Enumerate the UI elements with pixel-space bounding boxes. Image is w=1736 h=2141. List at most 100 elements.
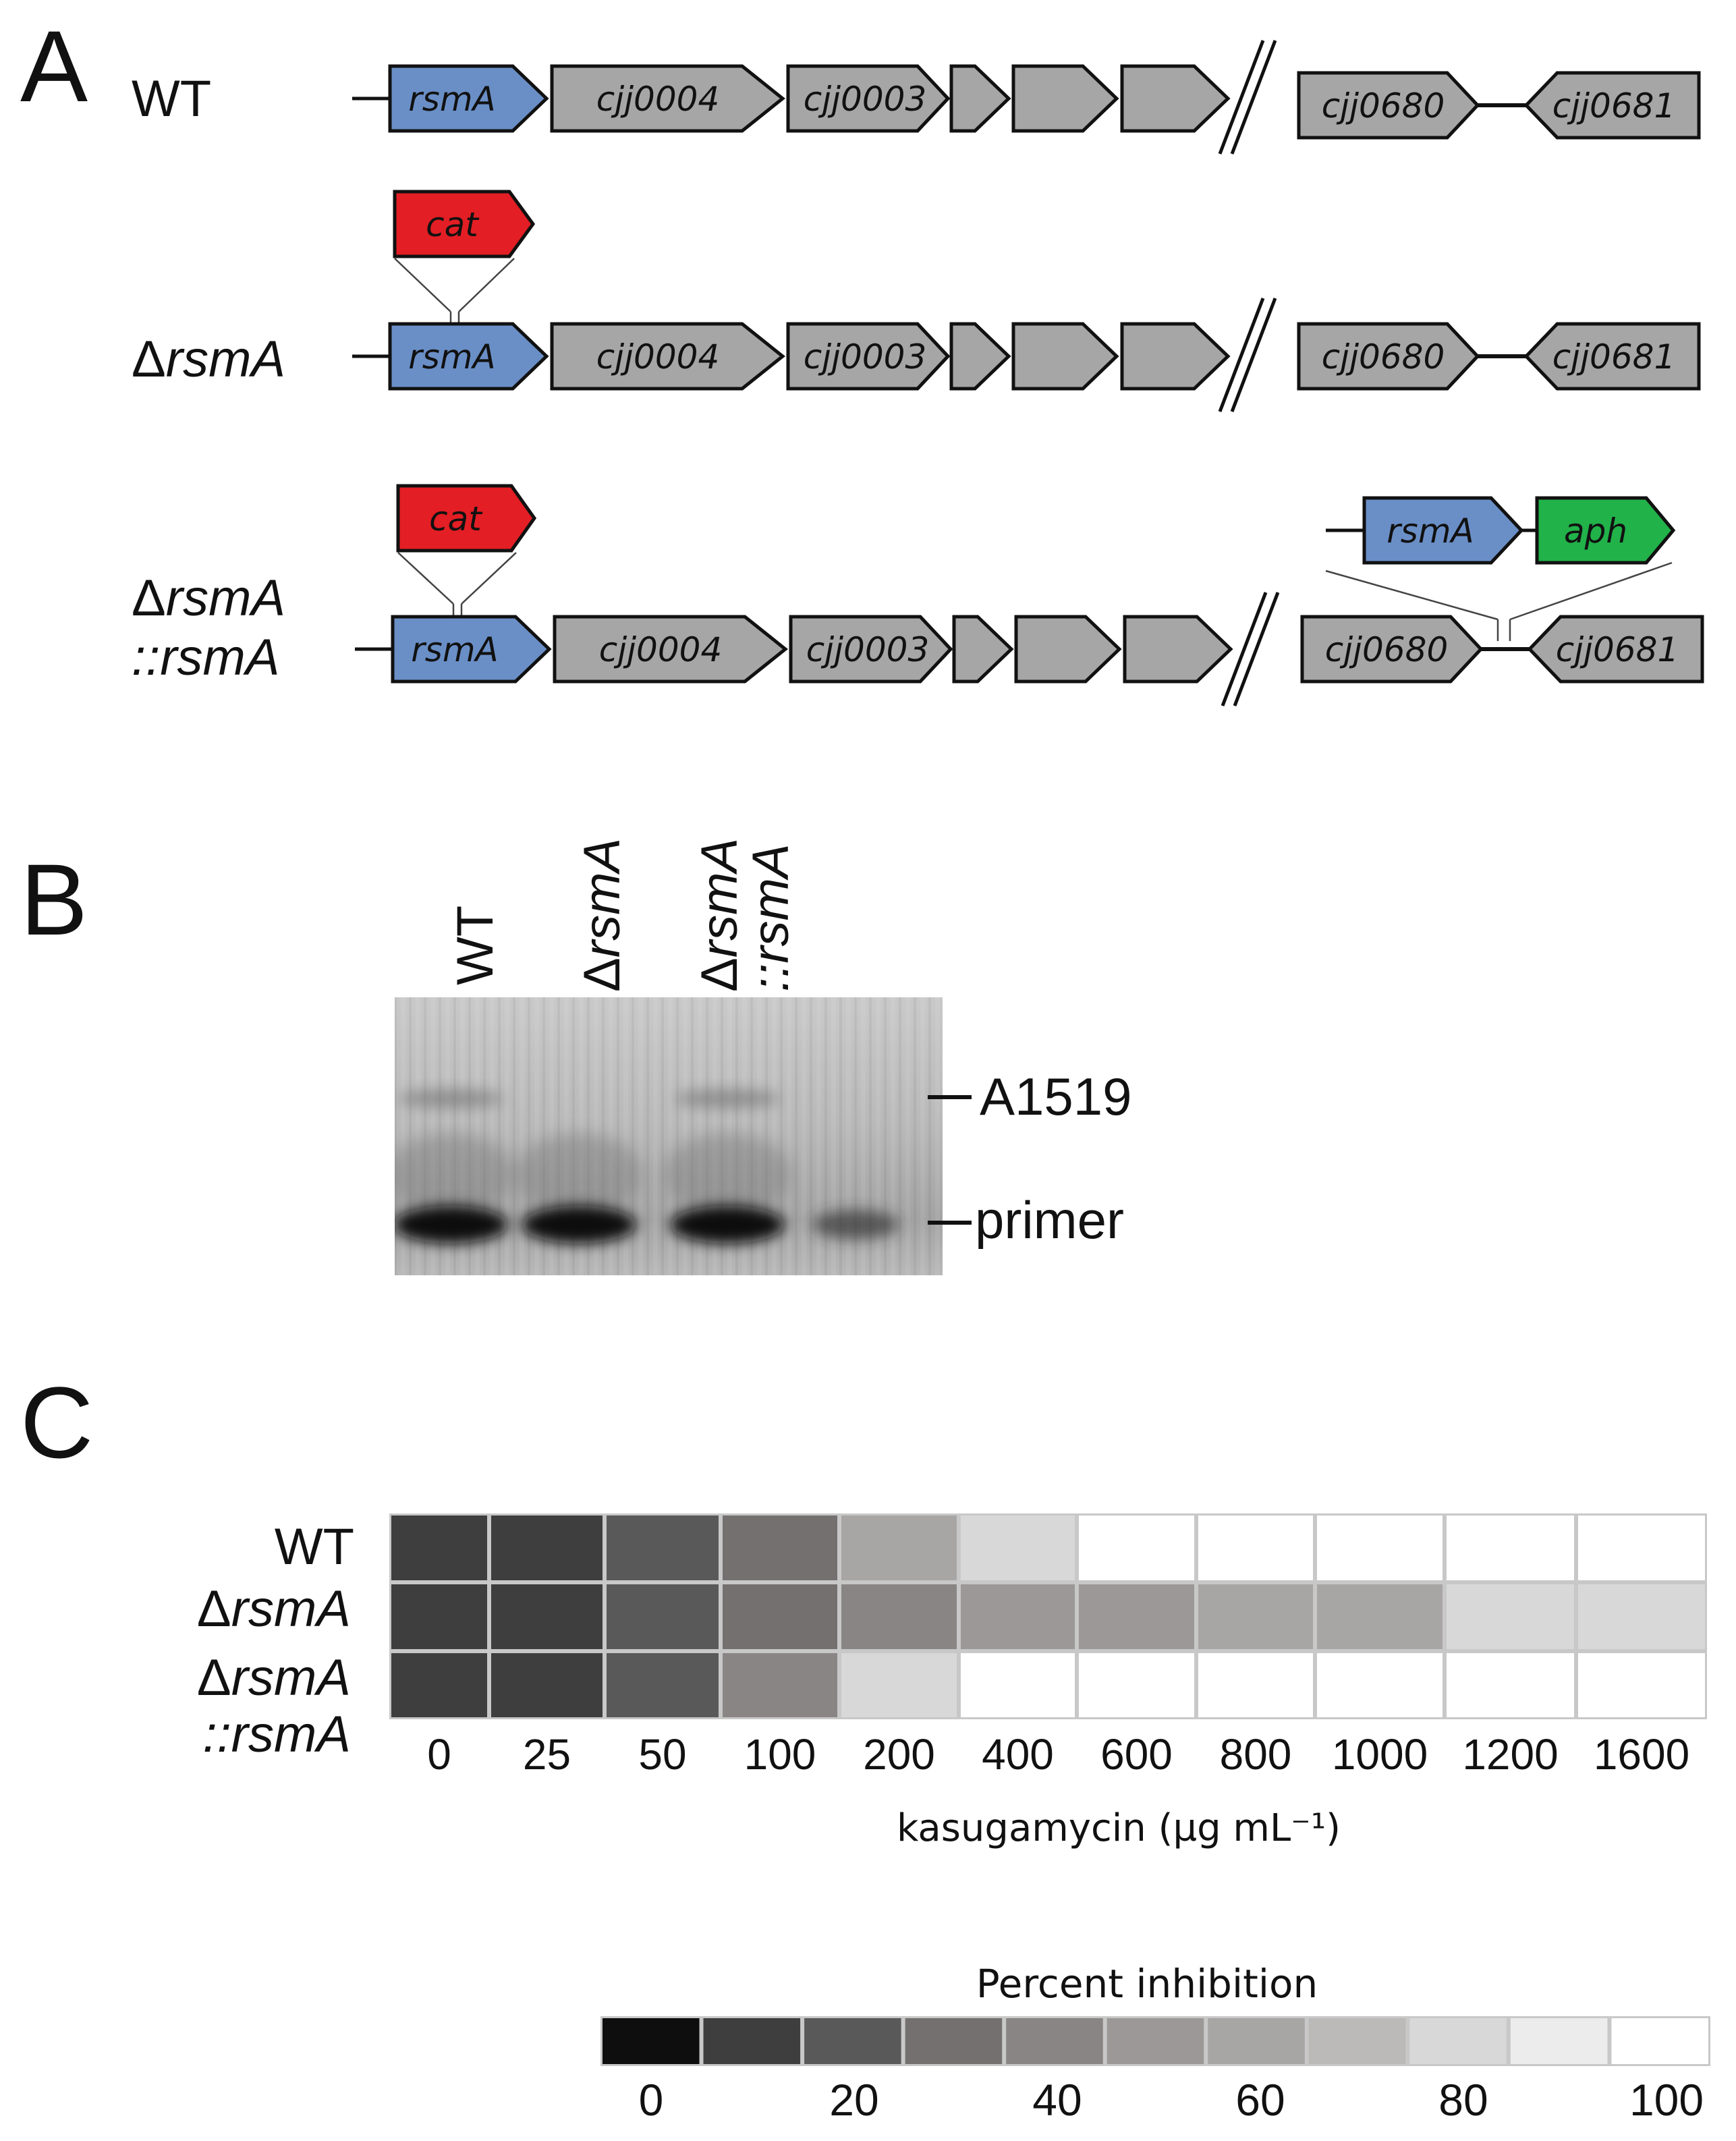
mutant-rsmA-label: rsmA (408, 337, 496, 377)
complement-rsmA-label: rsmA (411, 630, 499, 669)
heatmap-cell (1578, 1516, 1705, 1580)
strain-label-wt: WT (132, 70, 211, 128)
color-scale-ticks: 0 20 40 60 80 100 (639, 2075, 1704, 2125)
legend-swatch (703, 2018, 801, 2064)
row-mutant-name: rsmA (231, 1580, 351, 1638)
heatmap-cell (1578, 1653, 1705, 1717)
complement-cat-insert: cat (396, 484, 537, 615)
complement-distal-locus: cjj0680 cjj0681 (1300, 615, 1704, 684)
mutant-orf-4 (949, 322, 1011, 391)
heatmap-x-tick-label: 0 (427, 1730, 451, 1779)
heatmap-cell (1079, 1516, 1194, 1580)
wt-rsmA-gene (388, 64, 549, 133)
mutant-cjj0004-label: cjj0004 (596, 337, 720, 377)
gel-image (395, 997, 943, 1275)
heatmap-cell (1317, 1584, 1443, 1649)
mutant-cjj0681-gene (1523, 322, 1701, 391)
heatmap-cell (841, 1516, 957, 1580)
wt-cjj0681-label: cjj0681 (1552, 86, 1676, 126)
heatmap-cell (1578, 1584, 1705, 1649)
complement-cassette-rsmA-label: rsmA (1387, 511, 1474, 551)
mutant-cjj0003-label: cjj0003 (804, 337, 927, 377)
complement-cjj0681-label: cjj0681 (1556, 630, 1679, 669)
heatmap-cell (1447, 1653, 1574, 1717)
wt-cjj0003-label: cjj0003 (804, 80, 927, 119)
heatmap-cell (391, 1584, 487, 1649)
complement-cjj0004-gene (553, 615, 789, 684)
gel-band-primer (522, 1206, 636, 1244)
strain-label-mutant: ΔrsmA (132, 331, 285, 388)
heatmap-cell (1447, 1584, 1574, 1649)
wt-orf-5 (1011, 64, 1119, 133)
legend-tick-label: 40 (1032, 2075, 1082, 2125)
heatmap-cell (1317, 1653, 1443, 1717)
complement-cjj0003-label: cjj0003 (806, 630, 930, 669)
heatmap-cell (961, 1516, 1075, 1580)
heatmap-cell (841, 1653, 957, 1717)
complement-cjj0681-gene (1527, 615, 1704, 684)
row-mutant-delta: Δ (197, 1580, 231, 1638)
complement-operon: rsmA cjj0004 cjj0003 (355, 615, 1233, 684)
heatmap-cell (961, 1584, 1075, 1649)
mutant-cjj0680-label: cjj0680 (1322, 337, 1445, 377)
lane-complement-name: rsmA (691, 838, 748, 957)
gel-band-primer (395, 1206, 508, 1244)
gel-band-a1519 (398, 1089, 503, 1108)
lane-complement-delta: Δ (691, 957, 748, 992)
heatmap-cell (607, 1516, 719, 1580)
mutant-rsmA-gene (388, 322, 549, 391)
heatmap-row-label-wt: WT (275, 1518, 354, 1576)
mutant-orf-5 (1011, 322, 1119, 391)
lane-mutant-name: rsmA (573, 838, 631, 957)
heatmap-cell (723, 1653, 837, 1717)
heatmap-row-label-complement-line2: ::rsmA (202, 1706, 351, 1763)
wt-cjj0004-label: cjj0004 (596, 80, 720, 119)
mutant-operon: rsmA cjj0004 cjj0003 (352, 322, 1231, 391)
legend-swatch (1308, 2018, 1406, 2064)
wt-cjj0680-label: cjj0680 (1322, 86, 1445, 126)
wt-cjj0680-gene (1297, 71, 1480, 140)
row-complement-delta: Δ (197, 1649, 231, 1706)
complement-cjj0003-gene (789, 615, 953, 684)
wt-cjj0003-gene (786, 64, 951, 133)
panel-c-letter: C (20, 1366, 93, 1479)
wt-distal-locus: cjj0680 cjj0681 (1297, 71, 1701, 140)
wt-cjj0004-gene (550, 64, 786, 133)
mutant-name: rsmA (166, 331, 285, 388)
complement-cjj0004-label: cjj0004 (599, 630, 723, 669)
complement-orf-6 (1123, 615, 1233, 684)
legend-swatch (1006, 2018, 1103, 2064)
legend-tick-label: 20 (829, 2075, 878, 2125)
strain-label-complement-line2: ::rsmA (132, 629, 280, 686)
gel-band-a1519 (675, 1089, 780, 1108)
lane-label-wt: WT (447, 906, 504, 985)
heatmap-x-tick-label: 100 (744, 1730, 816, 1779)
wt-orf-6 (1120, 64, 1231, 133)
wt-operon: rsmA cjj0004 cjj0003 (352, 64, 1231, 133)
legend-swatch (1208, 2018, 1305, 2064)
heatmap-cell (391, 1653, 487, 1717)
row-complement-name: rsmA (231, 1649, 351, 1706)
legend-title: Percent inhibition (976, 1961, 1318, 2007)
panel-b-letter: B (20, 843, 88, 956)
legend-tick-label: 0 (639, 2075, 664, 2125)
lane-label-complement-line1: ΔrsmA (691, 838, 748, 992)
heatmap-x-tick-label: 50 (638, 1730, 686, 1779)
heatmap-x-tick-label: 600 (1100, 1730, 1173, 1779)
legend-swatch (1409, 2018, 1507, 2064)
legend-tick-label: 100 (1629, 2075, 1704, 2125)
legend-tick-label: 80 (1438, 2075, 1488, 2125)
lane-label-mutant: ΔrsmA (573, 838, 631, 992)
mutant-cat-gene (393, 190, 536, 258)
band-label-primer: primer (975, 1190, 1124, 1250)
heatmap-cell (391, 1516, 487, 1580)
legend-swatch (1107, 2018, 1204, 2064)
heatmap-cell (1198, 1516, 1313, 1580)
heatmap-row-label-complement-line1: ΔrsmA (197, 1649, 351, 1706)
wt-cjj0681-gene (1523, 71, 1701, 140)
complement-delta-symbol: Δ (132, 569, 166, 627)
strain-label-complement-line1: ΔrsmA (132, 569, 285, 627)
complement-rsmA-gene (391, 615, 552, 684)
legend-tick-label: 60 (1235, 2075, 1285, 2125)
